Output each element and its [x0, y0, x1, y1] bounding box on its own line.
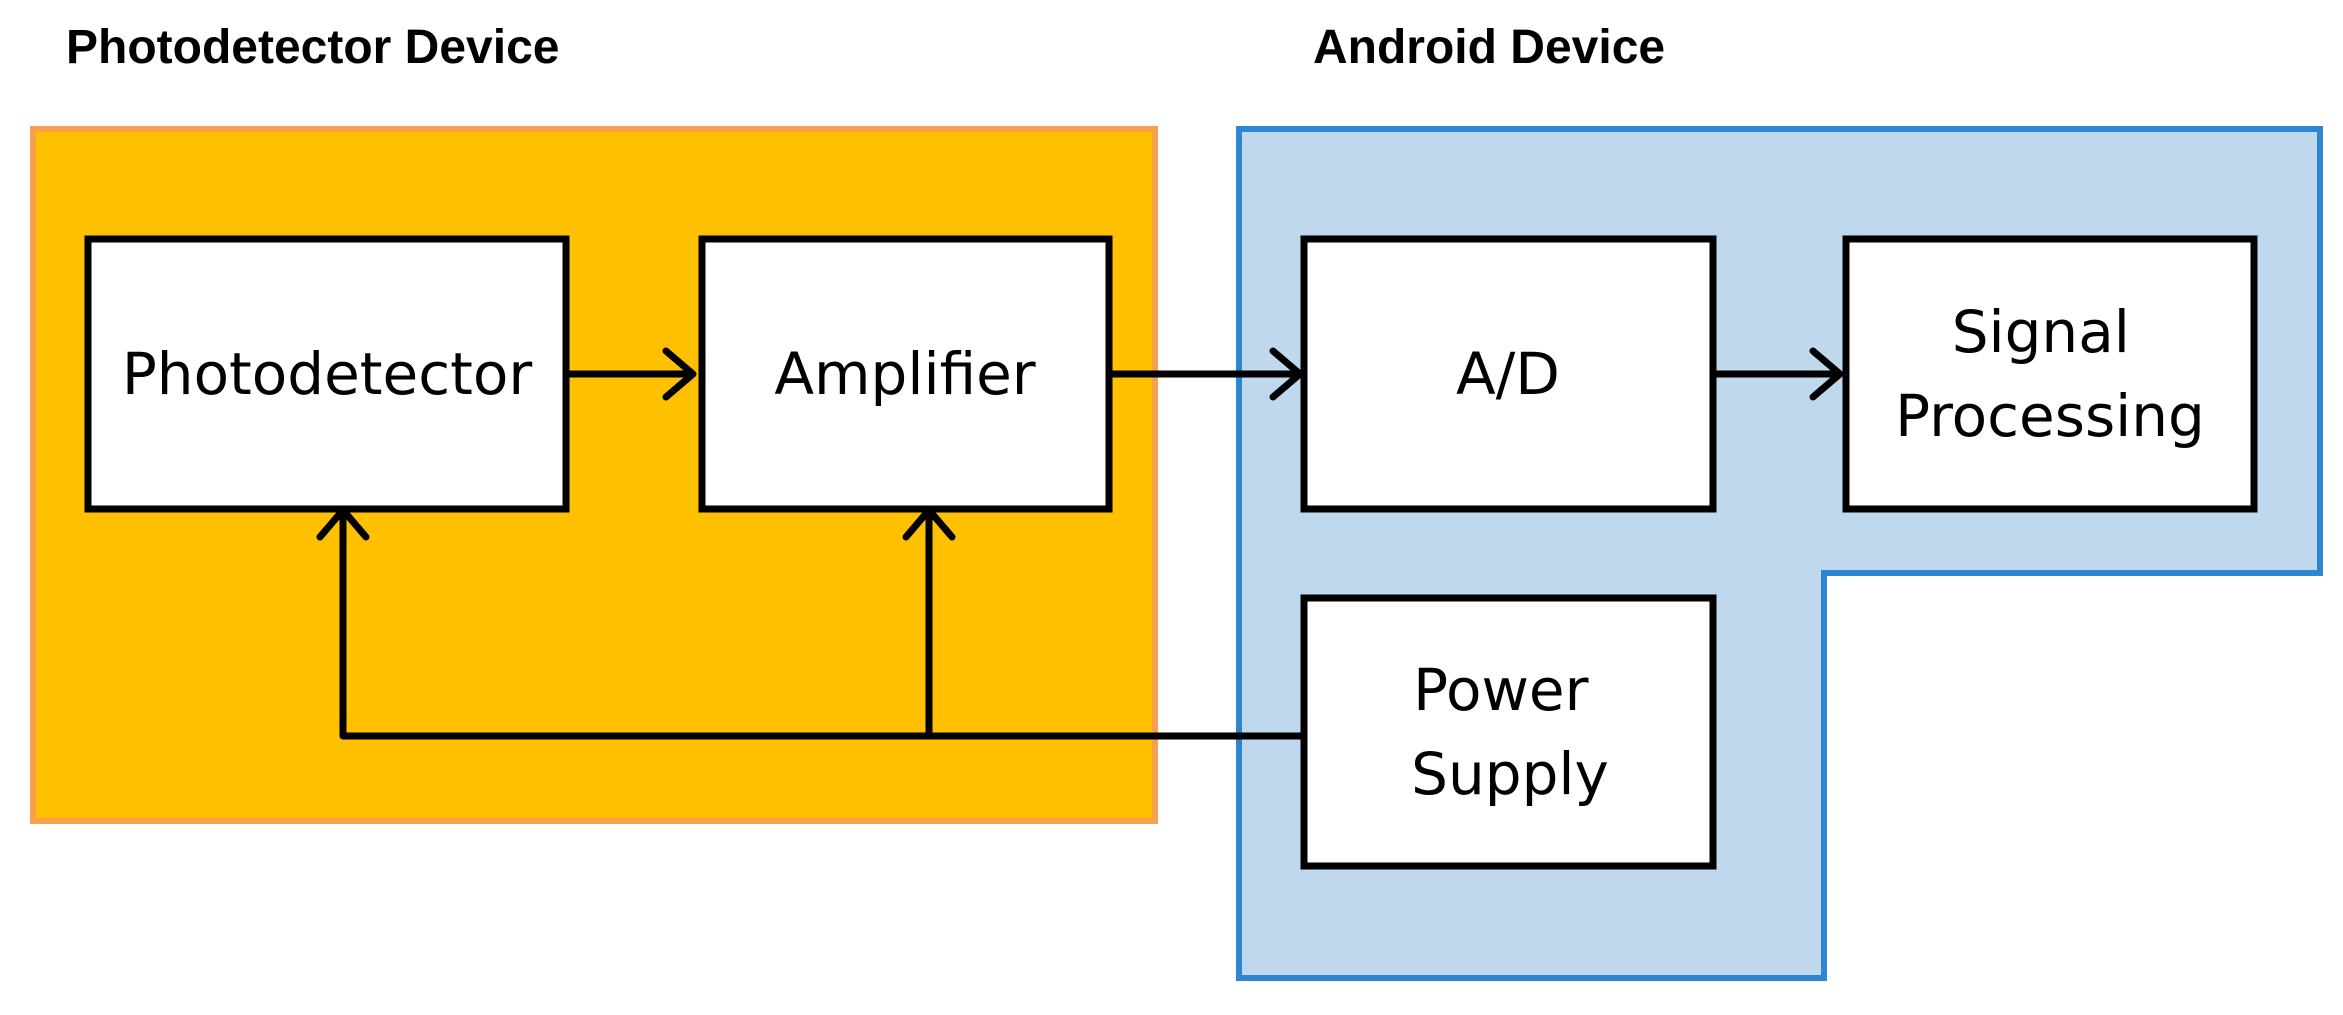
arrowhead-ad	[1269, 347, 1304, 401]
amplifier-block: Amplifier	[698, 235, 1113, 513]
edge-power-supply-bus	[339, 510, 1308, 740]
power-supply-label-line-2: Supply	[1411, 740, 1609, 808]
power-supply-label-line-1: Power	[1413, 656, 1589, 724]
power-supply-label: Power Supply	[1411, 656, 1609, 808]
power-supply-block: Power Supply	[1300, 594, 1717, 870]
signal-processing-block: Signal Processing	[1842, 235, 2258, 513]
ad-label-line-1: A/D	[1456, 340, 1560, 408]
android-device-title: Android Device	[1313, 21, 1666, 74]
amplifier-label-line-1: Amplifier	[774, 340, 1035, 408]
photodetector-device-title: Photodetector Device	[66, 21, 560, 74]
photodetector-label-line-1: Photodetector	[122, 340, 532, 408]
ad-label: A/D	[1456, 340, 1560, 408]
signal-processing-label: Signal Processing	[1895, 298, 2205, 450]
connections	[316, 347, 1844, 740]
amplifier-label: Amplifier	[774, 340, 1035, 408]
photodetector-label: Photodetector	[122, 340, 532, 408]
signal-processing-label-line-1: Signal	[1952, 298, 2130, 366]
arrowhead-amplifier	[662, 347, 697, 401]
ad-block: A/D	[1300, 235, 1717, 513]
arrowhead-signal-processing	[1809, 347, 1844, 401]
signal-processing-label-line-2: Processing	[1895, 382, 2205, 450]
photodetector-block: Photodetector	[84, 235, 570, 513]
